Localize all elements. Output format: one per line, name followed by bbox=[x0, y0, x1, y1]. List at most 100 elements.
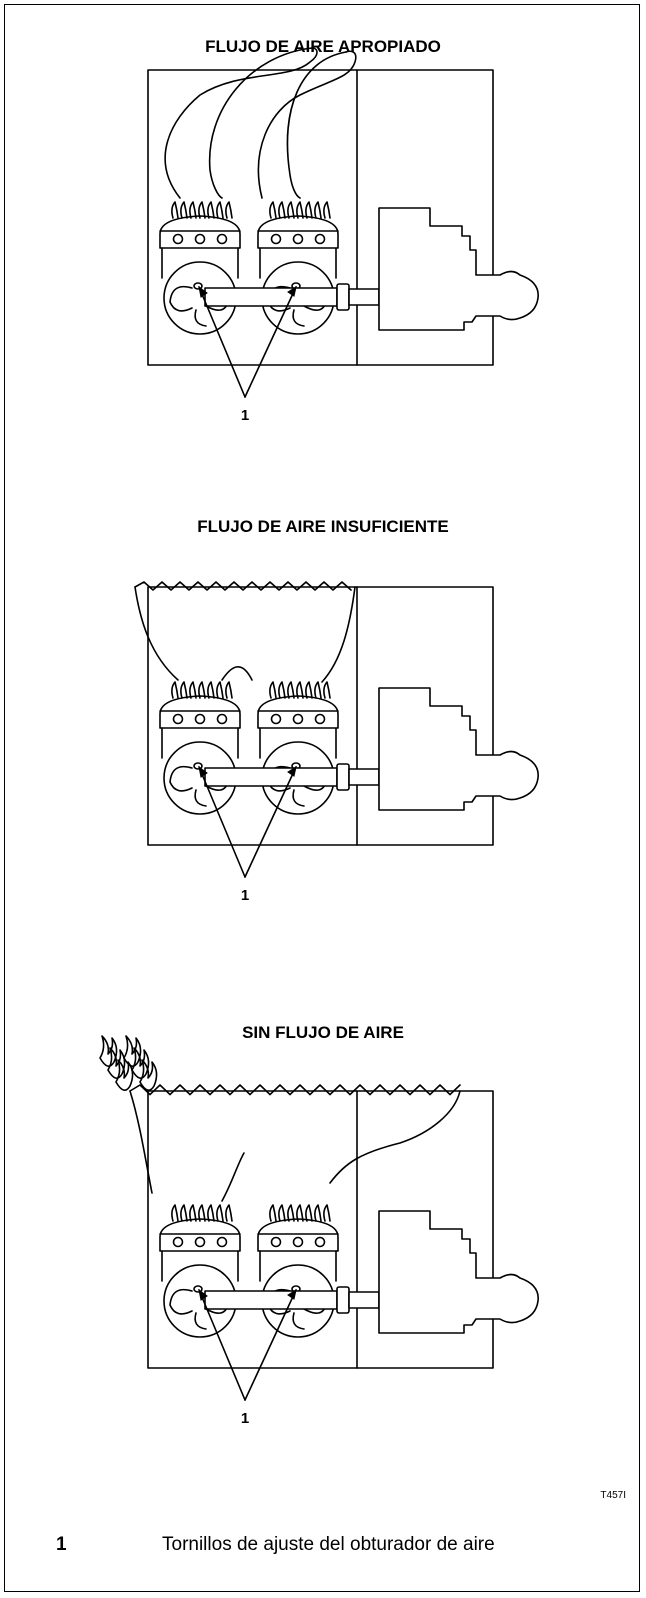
flame-tip bbox=[314, 681, 322, 699]
flame-outline bbox=[164, 47, 318, 199]
shutter-vane bbox=[169, 1288, 193, 1315]
burner-hole bbox=[172, 713, 184, 725]
shutter-vane bbox=[292, 1312, 305, 1330]
flame-tip bbox=[314, 201, 322, 219]
flame-outline bbox=[257, 50, 357, 199]
flame-tip bbox=[278, 681, 286, 699]
callout-arrow bbox=[198, 1289, 246, 1401]
gas-manifold bbox=[204, 287, 338, 307]
burner-hole bbox=[292, 713, 304, 725]
flame-tip bbox=[180, 681, 188, 699]
flame-tip bbox=[278, 1204, 286, 1222]
flame-tip bbox=[305, 681, 313, 699]
burner-box bbox=[147, 69, 494, 366]
burner-hole bbox=[172, 1236, 184, 1248]
flame-outline bbox=[129, 1090, 153, 1194]
flame-tip bbox=[269, 1204, 277, 1222]
shutter-vane bbox=[194, 789, 207, 807]
flame-tip bbox=[287, 681, 295, 699]
flame-tip bbox=[287, 201, 295, 219]
flame-lick bbox=[139, 1059, 158, 1091]
manifold-pipe bbox=[348, 1291, 380, 1309]
panel-title: FLUJO DE AIRE INSUFICIENTE bbox=[197, 517, 449, 536]
flame-top-edge bbox=[134, 581, 352, 591]
flame-outline bbox=[329, 1090, 461, 1184]
callout-number: 1 bbox=[241, 1410, 249, 1427]
flame-tip bbox=[198, 681, 206, 699]
flame-tip bbox=[225, 1204, 233, 1222]
manifold-nut bbox=[336, 1286, 350, 1314]
panel-title: SIN FLUJO DE AIRE bbox=[242, 1023, 404, 1042]
callout-number: 1 bbox=[241, 887, 249, 904]
shutter-vane bbox=[194, 309, 207, 327]
burner-box bbox=[147, 1090, 494, 1369]
callout-arrow bbox=[244, 286, 297, 398]
flame-tip bbox=[198, 1204, 206, 1222]
flame-lick bbox=[123, 1035, 142, 1067]
burner-hole bbox=[194, 233, 206, 245]
flame-lick bbox=[99, 1035, 118, 1067]
figure-code: T457I bbox=[600, 1490, 626, 1501]
burner-hole bbox=[292, 233, 304, 245]
gas-valve bbox=[378, 1210, 539, 1334]
flame-tip bbox=[216, 201, 224, 219]
flame-outline bbox=[134, 586, 179, 681]
callout-arrow bbox=[198, 286, 246, 398]
manifold-nut bbox=[336, 763, 350, 791]
burner-hole bbox=[314, 713, 326, 725]
burner-body bbox=[259, 727, 337, 759]
shutter-vane bbox=[292, 789, 305, 807]
shutter-vane bbox=[292, 309, 305, 327]
burner-hole bbox=[314, 233, 326, 245]
flame-tip bbox=[216, 1204, 224, 1222]
callout-arrow bbox=[244, 766, 297, 878]
flame-tip bbox=[216, 681, 224, 699]
flame-lick bbox=[107, 1047, 126, 1079]
flame-outline bbox=[321, 586, 356, 683]
manifold-nut bbox=[336, 283, 350, 311]
callout-arrow bbox=[244, 1289, 297, 1401]
burner-hole bbox=[314, 1236, 326, 1248]
flame-tip bbox=[287, 1204, 295, 1222]
flame-tip bbox=[189, 1204, 197, 1222]
flame-tip bbox=[189, 201, 197, 219]
arrow-head bbox=[287, 765, 297, 777]
arrow-head bbox=[198, 765, 208, 778]
flame-tip bbox=[225, 201, 233, 219]
flame-tip bbox=[171, 1204, 179, 1222]
gas-manifold bbox=[204, 1290, 338, 1310]
arrow-head bbox=[198, 1288, 208, 1301]
flame-tip bbox=[323, 201, 331, 219]
burner-hole bbox=[270, 713, 282, 725]
flame-tip bbox=[278, 201, 286, 219]
burner-body bbox=[161, 727, 239, 759]
page-frame bbox=[4, 4, 640, 1592]
gas-valve bbox=[378, 687, 539, 811]
burner-hole bbox=[216, 1236, 228, 1248]
shutter-vane bbox=[169, 765, 193, 792]
burner-hole bbox=[270, 233, 282, 245]
burner-hole bbox=[172, 233, 184, 245]
burner-hole bbox=[194, 713, 206, 725]
flame-tip bbox=[314, 1204, 322, 1222]
flame-outline bbox=[286, 51, 347, 199]
burner-hole bbox=[216, 713, 228, 725]
flame-lick bbox=[115, 1059, 134, 1091]
flame-outline bbox=[208, 47, 313, 199]
flame-tip bbox=[296, 681, 304, 699]
flame-tip bbox=[269, 681, 277, 699]
panel-2: FLUJO DE AIRE INSUFICIENTE 1 bbox=[134, 517, 539, 904]
callout-number: 1 bbox=[241, 407, 249, 424]
burner-hole bbox=[292, 1236, 304, 1248]
gas-manifold bbox=[204, 767, 338, 787]
flame-tip bbox=[180, 201, 188, 219]
flame-tip bbox=[207, 201, 215, 219]
burner-body bbox=[259, 1250, 337, 1282]
flame-top-edge bbox=[129, 1084, 461, 1096]
shutter-vane bbox=[169, 285, 193, 312]
flame-outline bbox=[221, 1152, 245, 1202]
burner-hole bbox=[216, 233, 228, 245]
flame-tip bbox=[171, 201, 179, 219]
flame-tip bbox=[305, 201, 313, 219]
